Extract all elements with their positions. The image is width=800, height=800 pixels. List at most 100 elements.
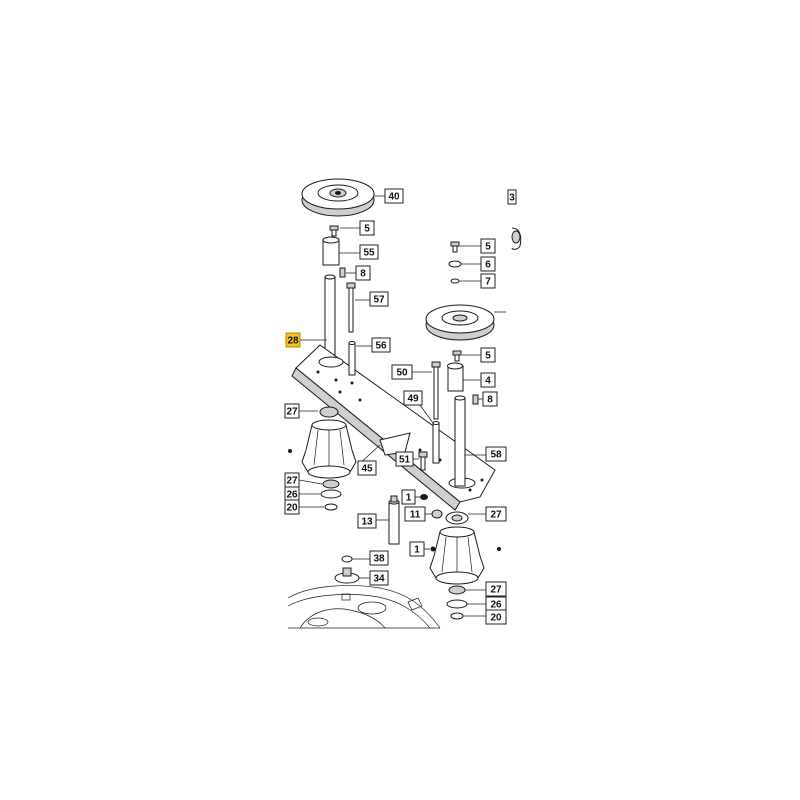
callout-27: 27 (284, 472, 300, 488)
callout-5: 5 (480, 347, 496, 363)
callout-number: 55 (363, 248, 375, 259)
callout-box (395, 451, 414, 467)
callout-number: 8 (360, 269, 366, 280)
nut-1-upper (420, 494, 428, 500)
callout-3: 3 (507, 189, 517, 205)
callout-6: 6 (480, 256, 496, 272)
callout-8: 8 (355, 265, 371, 281)
callout-box (284, 499, 300, 515)
washer-6 (448, 260, 462, 268)
callout-box (480, 273, 496, 289)
callout-box (355, 265, 371, 281)
callout-box (480, 347, 496, 363)
callout-number: 3 (509, 193, 515, 204)
callout-box (369, 570, 389, 586)
callout-box (369, 291, 389, 307)
callout-28: 28 (285, 332, 301, 348)
callout-56: 56 (371, 337, 391, 353)
callout-box (480, 372, 496, 388)
callout-number: 11 (410, 510, 421, 521)
callout-51: 51 (395, 451, 414, 467)
spindle-housing-left (301, 406, 357, 511)
callout-58: 58 (485, 446, 507, 462)
callout-8: 8 (482, 391, 498, 407)
callout-box (404, 506, 426, 522)
callout-box (480, 238, 496, 254)
callout-box (359, 244, 379, 260)
callout-26: 26 (284, 486, 300, 502)
spindle-shaft-left (324, 274, 336, 356)
callout-number: 1 (406, 493, 412, 504)
callout-13: 13 (357, 513, 377, 529)
callout-7: 7 (480, 273, 496, 289)
callout-box (284, 403, 300, 419)
pulley-40 (301, 178, 375, 217)
callout-box (485, 446, 507, 462)
nut-right (497, 547, 501, 551)
callout-number: 26 (490, 600, 502, 611)
callout-box (357, 460, 377, 476)
callout-box (401, 489, 416, 505)
callout-number: 20 (490, 613, 502, 624)
callout-number: 38 (373, 554, 385, 565)
nut-1-lower (430, 546, 436, 552)
bolt-50 (431, 361, 441, 420)
callout-box (384, 188, 404, 204)
bolt-5-left (329, 225, 339, 237)
callout-number: 27 (490, 585, 502, 596)
callout-number: 51 (399, 455, 411, 466)
callout-box (359, 220, 375, 236)
callout-number: 26 (286, 490, 298, 501)
callout-27: 27 (485, 581, 507, 597)
bolt-57 (346, 282, 356, 333)
callout-20: 20 (485, 609, 507, 625)
callout-number: 5 (485, 351, 491, 362)
callout-1: 1 (409, 541, 425, 557)
bushing-11 (431, 509, 443, 519)
callout-number: 34 (373, 574, 385, 585)
callout-20: 20 (284, 499, 300, 515)
bolt-5-lower (452, 350, 462, 362)
pin-49 (432, 421, 440, 464)
pin-56 (348, 341, 356, 376)
callout-box (403, 390, 423, 406)
callout-40: 40 (384, 188, 404, 204)
callout-number: 57 (373, 295, 385, 306)
washer-38 (341, 555, 353, 563)
callout-number: 28 (287, 336, 299, 347)
callout-box (480, 256, 496, 272)
deck-housing (287, 585, 441, 629)
callout-number: 4 (485, 376, 491, 387)
key-8-left (339, 267, 346, 278)
callout-number: 7 (485, 277, 491, 288)
callout-45: 45 (357, 460, 377, 476)
bolt-51 (418, 451, 428, 471)
callout-number: 27 (286, 476, 298, 487)
callout-57: 57 (369, 291, 389, 307)
callout-box (371, 337, 391, 353)
callout-number: 58 (490, 450, 502, 461)
spindle-housing-right (429, 511, 485, 620)
rod-13 (388, 495, 400, 545)
washer-7 (450, 278, 460, 284)
callout-26: 26 (485, 596, 507, 612)
nut-left (288, 449, 292, 453)
callout-number: 56 (375, 341, 387, 352)
callout-5: 5 (359, 220, 375, 236)
callout-4: 4 (480, 372, 496, 388)
callout-27: 27 (284, 403, 300, 419)
callout-box (507, 189, 517, 205)
callout-box (285, 332, 301, 348)
callout-number: 6 (485, 260, 491, 271)
callout-box (369, 550, 389, 566)
pulley-right (425, 304, 495, 341)
callout-number: 8 (487, 395, 493, 406)
callout-box (482, 391, 498, 407)
callout-number: 40 (388, 192, 400, 203)
callout-11: 11 (404, 506, 426, 522)
callout-box (485, 581, 507, 597)
callout-55: 55 (359, 244, 379, 260)
callout-box (485, 506, 507, 522)
